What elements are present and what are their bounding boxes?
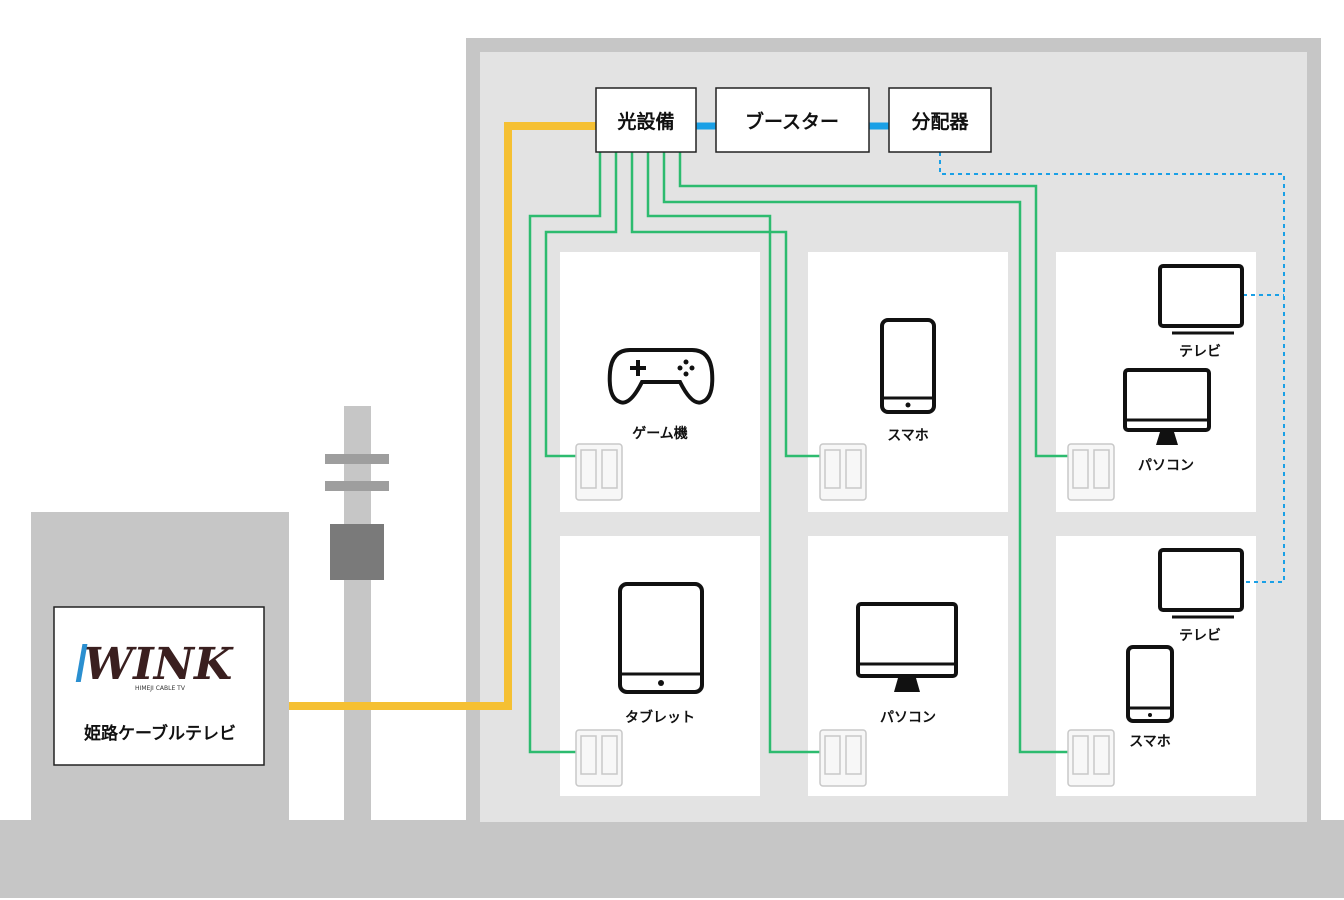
wall-outlet-pc: [819, 729, 867, 787]
phone-label-2: スマホ: [1129, 734, 1171, 750]
lan-to-tv-phone: [662, 152, 1068, 754]
splitter-equipment: 分配器: [888, 87, 992, 153]
game-label: ゲーム機: [632, 425, 688, 442]
ground: [0, 820, 1344, 898]
desktop-pc-icon: [1123, 368, 1211, 445]
wink-logo-text: WINK: [84, 639, 234, 690]
tv-label-2: テレビ: [1179, 628, 1221, 644]
phone-label: スマホ: [887, 428, 929, 444]
optical-equipment: 光設備: [595, 87, 697, 153]
booster-equipment: ブースター: [715, 87, 870, 153]
tv-label: テレビ: [1179, 344, 1221, 360]
game-controller-buttons: [677, 359, 695, 377]
tablet-label: タブレット: [625, 709, 695, 726]
splitter-label: 分配器: [911, 111, 969, 133]
provider-name: 姫路ケーブルテレビ: [84, 723, 236, 744]
wall-outlet-tv-pc: [1067, 443, 1115, 501]
lan-to-pc: [646, 152, 820, 754]
booster-label: ブースター: [745, 110, 839, 133]
provider-sign: [53, 606, 265, 766]
pc-label-2: パソコン: [880, 710, 936, 726]
wall-outlet-phone: [819, 443, 867, 501]
smartphone-icon-2: [1126, 645, 1174, 723]
tablet-icon: [618, 582, 704, 694]
wall-outlet-game: [575, 443, 623, 501]
lan-to-tablet: [528, 152, 602, 754]
coax-to-tvs: [939, 152, 1285, 583]
wink-logo-subtext: HIMEJI CABLE TV: [135, 685, 186, 692]
tv-icon: [1158, 264, 1244, 335]
lan-to-game: [544, 152, 618, 458]
game-controller-icon: [607, 348, 715, 405]
wall-outlet-tv-phone: [1067, 729, 1115, 787]
fiber-drop-cable: [289, 122, 596, 710]
lan-to-tv-pc: [678, 152, 1068, 458]
wall-outlets: [575, 443, 1115, 787]
smartphone-icon: [880, 318, 936, 414]
lan-to-phone: [630, 152, 820, 458]
wall-outlet-tablet: [575, 729, 623, 787]
pc-label: パソコン: [1138, 458, 1194, 474]
tv-icon-2: [1158, 548, 1244, 619]
optical-label: 光設備: [616, 110, 674, 133]
lan-cables: [528, 152, 1068, 754]
utility-pole: [325, 406, 389, 822]
wink-logo: WINK HIMEJI CABLE TV: [75, 639, 234, 692]
desktop-pc-icon-2: [856, 602, 958, 692]
